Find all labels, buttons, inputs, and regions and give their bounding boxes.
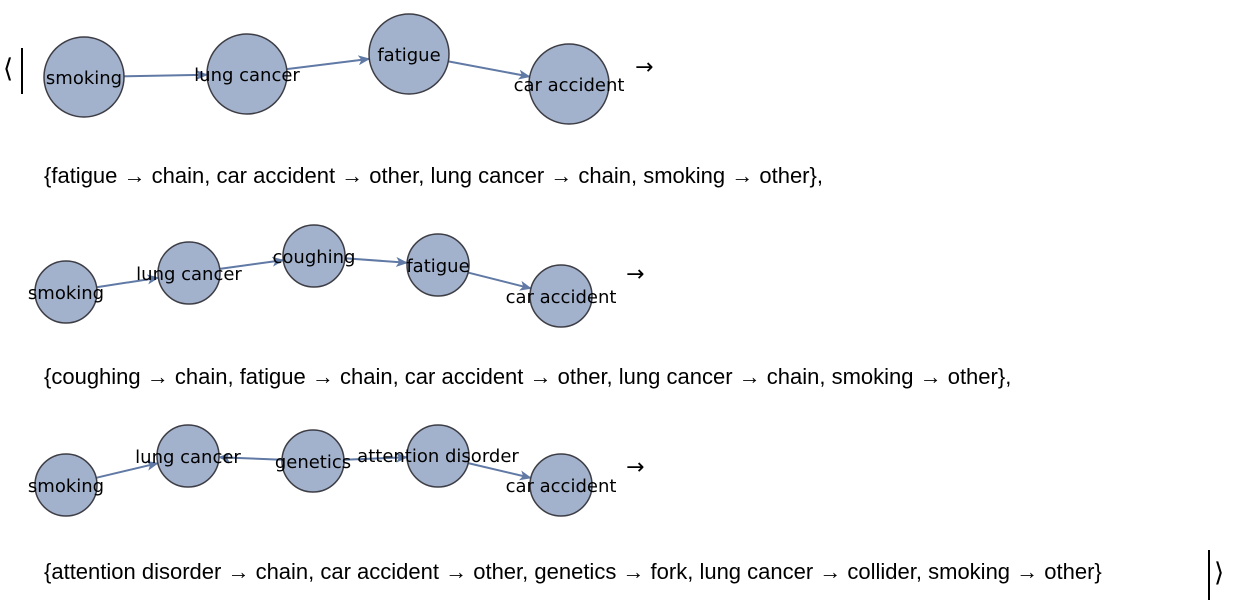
- graph-3: smoking lung cancer genetics attention diso…: [28, 424, 617, 517]
- node-label: attention disorder: [357, 446, 519, 467]
- node-label: car accident: [506, 476, 617, 497]
- rules-list-1: {fatigue → chain, car accident → other, …: [44, 163, 823, 188]
- node-smoking: [34, 453, 98, 517]
- node-lung-cancer: [157, 241, 221, 305]
- edge-smoking-to-lung-cancer: [95, 460, 159, 479]
- node-label: lung cancer: [135, 447, 241, 468]
- node-lung-cancer: [206, 33, 288, 115]
- node-smoking: [34, 260, 98, 324]
- node-attention-disorder: [406, 424, 470, 488]
- node-label: smoking: [28, 283, 104, 304]
- node-label: lung cancer: [136, 264, 242, 285]
- edge-attention-disorder-to-car-accident: [467, 462, 532, 481]
- graph-2: smoking lung cancer coughing fatigue car acc…: [28, 224, 617, 328]
- edge-coughing-to-fatigue: [344, 256, 409, 267]
- node-fatigue: [406, 233, 470, 297]
- association-close-bar: [1208, 550, 1210, 600]
- node-label: smoking: [28, 476, 104, 497]
- rule-arrow-3: →: [626, 455, 645, 480]
- node-genetics: [281, 429, 345, 493]
- node-label: coughing: [273, 247, 356, 268]
- association-open-bar: [21, 48, 23, 94]
- node-lung-cancer: [156, 424, 220, 488]
- node-smoking: [43, 36, 125, 118]
- node-label: fatigue: [377, 45, 440, 66]
- association-open-bracket: ⟨: [3, 54, 14, 84]
- node-car-accident: [529, 453, 593, 517]
- node-coughing: [282, 224, 346, 288]
- edge-genetics-to-attention-disorder: [343, 452, 409, 463]
- rule-arrow-2: →: [626, 262, 645, 287]
- graph-1: smoking lung cancer fatigue car accident: [43, 13, 625, 125]
- node-car-accident: [528, 43, 610, 125]
- node-label: lung cancer: [194, 65, 300, 86]
- edge-smoking-to-lung-cancer: [96, 274, 160, 289]
- node-label: smoking: [46, 68, 122, 89]
- node-label: car accident: [514, 75, 625, 96]
- node-label: car accident: [506, 287, 617, 308]
- edge-fatigue-to-car-accident: [448, 60, 531, 80]
- edge-lung-cancer-to-fatigue: [286, 55, 371, 71]
- node-label: fatigue: [406, 256, 469, 277]
- node-fatigue: [368, 13, 450, 95]
- node-label: genetics: [275, 452, 351, 473]
- edge-smoking-to-lung-cancer: [123, 69, 209, 80]
- edge-genetics-to-lung-cancer: [217, 452, 283, 463]
- rules-list-2: {coughing → chain, fatigue → chain, car …: [44, 364, 1012, 389]
- rules-list-3: {attention disorder → chain, car acciden…: [44, 559, 1102, 584]
- rule-arrow-1: →: [635, 55, 654, 80]
- edge-fatigue-to-car-accident: [467, 271, 532, 291]
- node-car-accident: [529, 264, 593, 328]
- association-close-bracket: ⟩: [1214, 558, 1225, 588]
- edge-lung-cancer-to-coughing: [219, 256, 285, 270]
